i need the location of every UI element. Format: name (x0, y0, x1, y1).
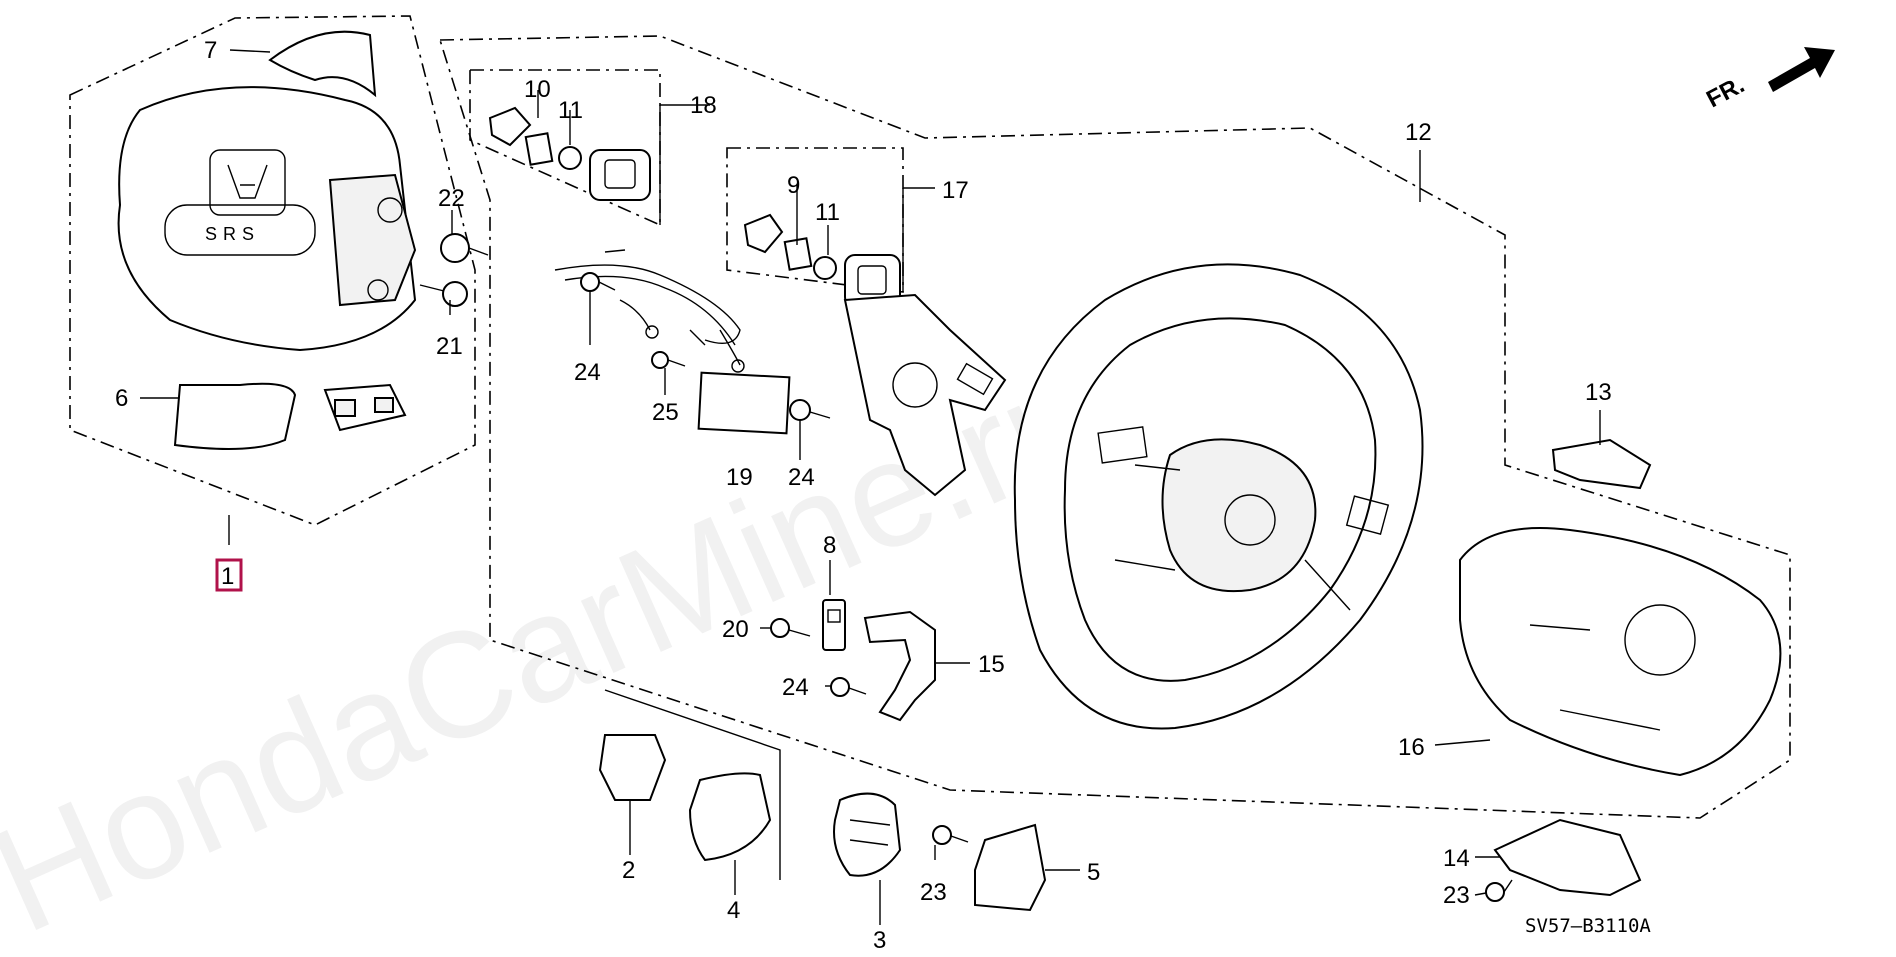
callout-18[interactable]: 18 (690, 92, 717, 119)
callout-9[interactable]: 9 (787, 172, 800, 199)
callout-19[interactable]: 19 (726, 464, 753, 491)
callout-22[interactable]: 22 (438, 185, 465, 212)
callout-24-upper[interactable]: 24 (574, 359, 601, 386)
front-direction-label: FR. (1702, 71, 1749, 113)
bolt-22[interactable] (440, 233, 489, 263)
bolt-23-left[interactable] (932, 825, 969, 845)
wheel-group-outline (438, 35, 1791, 819)
callout-24-lower[interactable]: 24 (782, 674, 809, 701)
airbag-group-outline (69, 15, 476, 526)
steering-wheel[interactable] (1013, 263, 1424, 730)
rear-cover-16[interactable] (1459, 527, 1782, 777)
cover-4[interactable] (688, 772, 772, 862)
diagram-code: SV57–B3110A (1525, 915, 1651, 937)
callout-labels: 7 6 1 22 21 10 11 18 9 11 17 12 13 24 25… (115, 37, 1612, 954)
callout-24-mid[interactable]: 24 (788, 464, 815, 491)
arrow-icon (1768, 47, 1835, 92)
callout-23-right[interactable]: 23 (1443, 882, 1470, 909)
airbag-module[interactable]: SRS (117, 86, 417, 352)
airbag-connector[interactable] (323, 383, 407, 432)
callout-25[interactable]: 25 (652, 399, 679, 426)
highlight-box (215, 558, 243, 592)
callout-16[interactable]: 16 (1398, 734, 1425, 761)
callout-5[interactable]: 5 (1087, 859, 1100, 886)
callout-1[interactable]: 1 (221, 563, 234, 590)
label-plate[interactable] (697, 371, 791, 435)
cover-5[interactable] (974, 823, 1047, 912)
switch-group-18-outline (469, 69, 661, 227)
front-direction-indicator: FR. (1702, 47, 1835, 113)
cover-lower-piece[interactable] (173, 382, 297, 450)
airbag-srs-label: SRS (205, 224, 260, 244)
bracket-14[interactable] (1493, 818, 1642, 897)
bolt-25[interactable] (651, 351, 686, 369)
bolt-24-upper[interactable] (580, 272, 616, 292)
bolt-21[interactable] (419, 281, 468, 307)
callout-23-left[interactable]: 23 (920, 879, 947, 906)
callout-13[interactable]: 13 (1585, 379, 1612, 406)
callout-3[interactable]: 3 (873, 927, 886, 954)
callout-11-upper[interactable]: 11 (558, 97, 583, 124)
wiring-harness[interactable] (554, 249, 745, 373)
switch-assembly-17[interactable] (743, 213, 901, 308)
callout-20[interactable]: 20 (722, 616, 749, 643)
leader-lines (140, 49, 1601, 925)
bolt-24-lower[interactable] (830, 677, 867, 697)
callout-6[interactable]: 6 (115, 385, 128, 412)
callout-17[interactable]: 17 (942, 177, 969, 204)
switch-assembly-18[interactable] (488, 106, 651, 201)
switch-8[interactable] (822, 599, 846, 651)
callout-10[interactable]: 10 (524, 76, 551, 103)
callout-11-lower[interactable]: 11 (815, 199, 840, 226)
bracket-15[interactable] (863, 610, 936, 722)
callout-15[interactable]: 15 (978, 651, 1005, 678)
lower-group-line (604, 689, 781, 880)
bolt-23-right[interactable] (1485, 879, 1513, 902)
switch-13[interactable] (1551, 438, 1652, 490)
bolt-24-mid[interactable] (789, 399, 831, 421)
switch-3[interactable] (833, 792, 902, 877)
callout-2[interactable]: 2 (622, 857, 635, 884)
honda-logo-icon (209, 149, 286, 216)
callout-21[interactable]: 21 (436, 333, 463, 360)
callout-4[interactable]: 4 (727, 897, 740, 924)
callout-12[interactable]: 12 (1405, 119, 1432, 146)
cover-upper-piece[interactable] (268, 30, 377, 98)
cover-2[interactable] (598, 734, 667, 801)
callout-14[interactable]: 14 (1443, 845, 1470, 872)
wheel-bracket[interactable] (843, 293, 1007, 497)
callout-7[interactable]: 7 (204, 37, 217, 64)
callout-8[interactable]: 8 (823, 532, 836, 559)
